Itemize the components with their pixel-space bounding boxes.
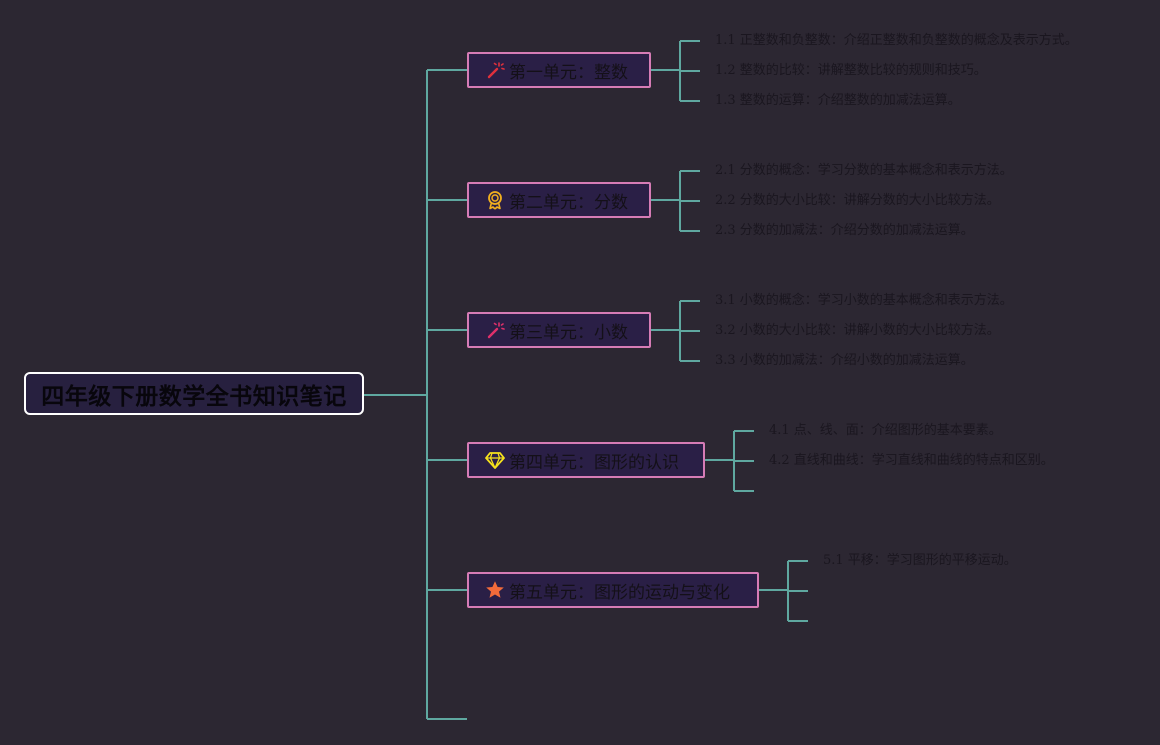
leaf-item[interactable]: 1.3 整数的运算：介绍整数的加减法运算。 [715,93,961,108]
unit-node[interactable]: 第五单元：图形的运动与变化 [467,572,759,608]
diamond-icon [485,450,505,470]
leaf-item[interactable]: 1.2 整数的比较：讲解整数比较的规则和技巧。 [715,63,987,78]
unit-label: 第五单元：图形的运动与变化 [509,582,730,603]
unit-node[interactable]: 第一单元：整数 [467,52,651,88]
leaf-item[interactable]: 3.1 小数的概念：学习小数的基本概念和表示方法。 [715,293,1013,308]
leaf-item[interactable]: 4.2 直线和曲线：学习直线和曲线的特点和区别。 [769,453,1054,468]
award-medal-icon [485,190,505,210]
leaf-item[interactable]: 3.2 小数的大小比较：讲解小数的大小比较方法。 [715,323,1000,338]
magic-wand-icon [485,60,505,80]
unit-label: 第二单元：分数 [509,192,628,213]
leaf-item[interactable]: 2.1 分数的概念：学习分数的基本概念和表示方法。 [715,163,1013,178]
leaf-item[interactable]: 3.3 小数的加减法：介绍小数的加减法运算。 [715,353,974,368]
unit-label: 第四单元：图形的认识 [509,452,679,473]
leaf-item[interactable]: 5.1 平移：学习图形的平移运动。 [823,553,1017,568]
unit-node[interactable]: 第二单元：分数 [467,182,651,218]
unit-node[interactable]: 第四单元：图形的认识 [467,442,705,478]
unit-label: 第三单元：小数 [509,322,628,343]
leaf-item[interactable]: 4.1 点、线、面：介绍图形的基本要素。 [769,423,1002,438]
magic-wand-icon [485,320,505,340]
leaf-item[interactable]: 1.1 正整数和负整数：介绍正整数和负整数的概念及表示方式。 [715,33,1078,48]
leaf-item[interactable]: 2.3 分数的加减法：介绍分数的加减法运算。 [715,223,974,238]
leaf-item[interactable]: 2.2 分数的大小比较：讲解分数的大小比较方法。 [715,193,1000,208]
unit-label: 第一单元：整数 [509,62,628,83]
root-topic[interactable]: 四年级下册数学全书知识笔记 [24,372,364,415]
unit-node[interactable]: 第三单元：小数 [467,312,651,348]
star-icon [485,580,505,600]
